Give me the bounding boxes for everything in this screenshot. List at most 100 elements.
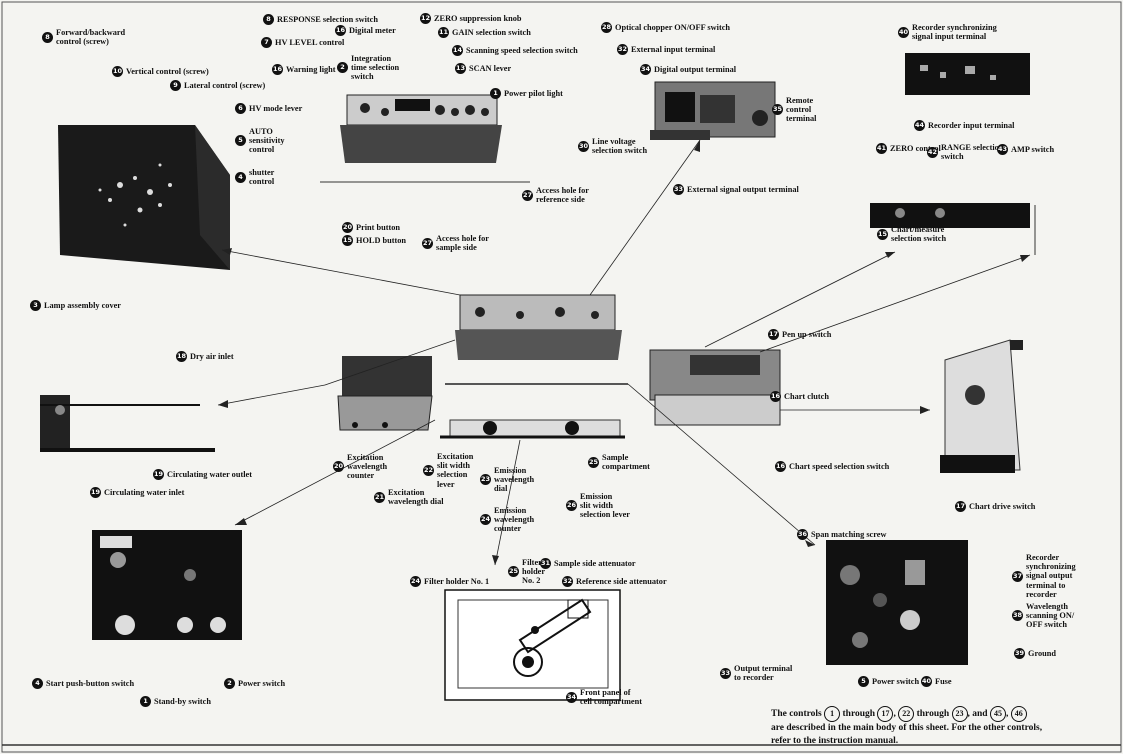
- callout-text: RESPONSE selection switch: [277, 15, 378, 24]
- callout-text: Optical chopper ON/OFF switch: [615, 23, 730, 32]
- callout-text: Output terminalto recorder: [734, 664, 792, 682]
- callout-number-badge: 21: [374, 492, 385, 503]
- callout-label: 36Span matching screw: [797, 529, 886, 540]
- main-instrument-photo: [440, 295, 628, 437]
- callout-text: Digital meter: [349, 26, 396, 35]
- callout-number-badge: 15: [342, 235, 353, 246]
- callout-number-badge: 41: [876, 143, 887, 154]
- callout-number-badge: 39: [1014, 648, 1025, 659]
- callout-label: 24Emissionwavelengthcounter: [480, 506, 534, 534]
- callout-label: 8Forward/backwardcontrol (screw): [42, 28, 125, 46]
- callout-text: Vertical control (screw): [126, 67, 209, 76]
- callout-label: 27Access hole forsample side: [422, 234, 489, 252]
- callout-text: Recorder synchronizingsignal input termi…: [912, 23, 997, 41]
- callout-text: AUTOsensitivitycontrol: [249, 127, 285, 155]
- callout-number-badge: 15: [877, 229, 888, 240]
- callout-number-badge: 25: [588, 457, 599, 468]
- callout-text: ZERO suppression knob: [434, 14, 521, 23]
- callout-number-badge: 36: [797, 529, 808, 540]
- callout-number-badge: 33: [720, 668, 731, 679]
- callout-number-badge: 44: [914, 120, 925, 131]
- start-panel-photo: [92, 530, 242, 640]
- lamp-housing-photo: [58, 125, 230, 270]
- callout-number-badge: 8: [263, 14, 274, 25]
- callout-text: External input terminal: [631, 45, 715, 54]
- callout-number-badge: 27: [422, 238, 433, 249]
- callout-text: GAIN selection switch: [452, 28, 531, 37]
- callout-text: HOLD button: [356, 236, 406, 245]
- callout-number-badge: 32: [617, 44, 628, 55]
- callout-number-badge: 5: [858, 676, 869, 687]
- callout-text: Forward/backwardcontrol (screw): [56, 28, 125, 46]
- callout-text: Power pilot light: [504, 89, 563, 98]
- callout-number-badge: 3: [30, 300, 41, 311]
- callout-text: Start push-button switch: [46, 679, 134, 688]
- callout-text: Chart clutch: [784, 392, 829, 401]
- callout-text: Access hole forsample side: [436, 234, 489, 252]
- callout-text: HV mode lever: [249, 104, 302, 113]
- callout-label: 7HV LEVEL control: [261, 37, 344, 48]
- callout-text: Power switch: [238, 679, 285, 688]
- callout-number-badge: 18: [176, 351, 187, 362]
- callout-number-badge: 16: [335, 25, 346, 36]
- callout-number-badge: 1: [140, 696, 151, 707]
- callout-number-badge: 14: [452, 45, 463, 56]
- callout-number-badge: 37: [1012, 571, 1023, 582]
- callout-label: 14Scanning speed selection switch: [452, 45, 578, 56]
- callout-number-badge: 34: [566, 692, 577, 703]
- callout-number-badge: 38: [1012, 610, 1023, 621]
- callout-text: Lateral control (screw): [184, 81, 265, 90]
- callout-text: Chart drive switch: [969, 502, 1035, 511]
- callout-number-badge: 2: [224, 678, 235, 689]
- rear-panel-photo: [650, 82, 775, 140]
- callout-number-badge: 28: [601, 22, 612, 33]
- callout-number-badge: 17: [768, 329, 779, 340]
- callout-text: AMP switch: [1011, 145, 1054, 154]
- callout-number-badge: 8: [42, 32, 53, 43]
- callout-label: 39Ground: [1014, 648, 1056, 659]
- rear-controls-photo: [826, 540, 968, 665]
- callout-number-badge: 26: [566, 500, 577, 511]
- callout-text: Print button: [356, 223, 400, 232]
- callout-number-badge: 19: [153, 469, 164, 480]
- callout-text: Access hole forreference side: [536, 186, 589, 204]
- callout-text: Circulating water inlet: [104, 488, 184, 497]
- callout-label: 43AMP switch: [997, 144, 1054, 155]
- callout-number-badge: 40: [898, 27, 909, 38]
- chart-drive-photo: [940, 340, 1023, 473]
- callout-number-badge: 5: [235, 135, 246, 146]
- callout-number-badge: 20: [333, 461, 344, 472]
- callout-label: 37Recordersynchronizingsignal outputterm…: [1012, 553, 1076, 599]
- callout-label: 10Vertical control (screw): [112, 66, 209, 77]
- callout-number-badge: 33: [673, 184, 684, 195]
- callout-text: Lamp assembly cover: [44, 301, 121, 310]
- callout-text: Digital output terminal: [654, 65, 736, 74]
- callout-text: Scanning speed selection switch: [466, 46, 578, 55]
- callout-number-badge: 16: [775, 461, 786, 472]
- callout-text: Excitationwavelengthcounter: [347, 453, 387, 481]
- callout-label: 5AUTOsensitivitycontrol: [235, 127, 285, 155]
- callout-number-badge: 2: [337, 62, 348, 73]
- callout-number-badge: 16: [770, 391, 781, 402]
